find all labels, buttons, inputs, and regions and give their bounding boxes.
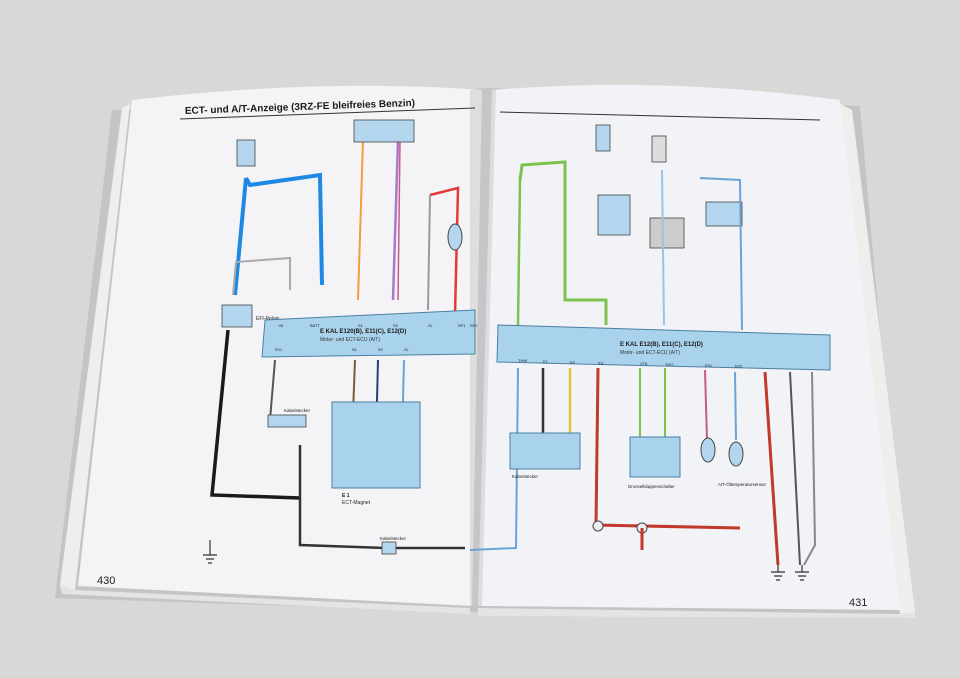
ecu-pin-label-left-bottom: SL xyxy=(404,347,410,352)
wire-black xyxy=(210,329,301,500)
ecu-pin-label-left-top: S2 xyxy=(393,323,399,328)
left-page-number: 430 xyxy=(97,575,115,587)
ecu-pin-label-left-top: +B xyxy=(278,323,283,328)
connector-top xyxy=(267,414,307,428)
throttle-sensor-box xyxy=(629,436,681,478)
ecu-pin-label-right: E1 xyxy=(543,359,549,364)
ecu-pin-label-left-bottom: S1 xyxy=(352,347,358,352)
ecu-label-left: E KAL E120(B), E11(C), E12(D) xyxy=(320,329,406,335)
right-page-stack xyxy=(840,104,915,614)
efi-relay xyxy=(221,304,253,328)
efi-relay-label: EFI-Relais xyxy=(256,316,280,322)
ground-icon-right-2 xyxy=(795,565,809,581)
sensor-label-2: A/T-Öltemperatursensor xyxy=(718,481,767,487)
sensor-box-top xyxy=(353,119,415,143)
ecu-pin-label-left-top: BATT xyxy=(310,323,320,328)
ground-icon xyxy=(203,540,217,564)
right-page-number: 431 xyxy=(849,597,867,609)
ecu-pin-label-right: E02 xyxy=(735,364,743,369)
wire-green xyxy=(518,160,608,325)
ecu-bar-right xyxy=(496,324,831,371)
ecu-pin-label-left-top: S1 xyxy=(358,323,364,328)
connector-right xyxy=(509,432,581,470)
connector-top-label: Kabelstecker xyxy=(284,408,311,413)
magnet-label: E 1 xyxy=(342,493,350,499)
ground-icon-right-1 xyxy=(771,565,785,581)
ecu-label-right: E KAL E12(B), E11(C), E12(D) xyxy=(620,342,703,348)
magnet-sublabel: ECT-Magnet xyxy=(342,500,371,506)
ecu-pin-label-right: E01 xyxy=(705,363,713,368)
ecu-pin-label-left-bottom: S2 xyxy=(378,347,384,352)
ecu-sublabel-left: Motor- und ECT-ECU (A/T) xyxy=(320,337,380,343)
ecu-pin-label-left-top: SL xyxy=(428,323,434,328)
ect-magnet-box xyxy=(331,401,421,489)
wire-orange xyxy=(357,139,364,301)
ecu-pin-label-right: VTA xyxy=(640,361,648,366)
wire-blue xyxy=(244,172,324,286)
lamp-icon xyxy=(447,223,463,251)
connector-right-label: Kabelstecker xyxy=(512,474,539,479)
switch-box xyxy=(597,194,631,236)
ecu-bar-left xyxy=(261,309,476,358)
wire-violet xyxy=(391,139,400,301)
ecu-sublabel-right: Motor- und ECT-ECU (A/T) xyxy=(620,350,680,356)
connector-bottom xyxy=(381,541,397,555)
ecu-pin-label-right: THO xyxy=(665,362,673,367)
sensor-label-1: Drosselklappenschalter xyxy=(628,484,675,489)
ecu-pin-label-left-top: SP2 xyxy=(470,323,478,328)
ecu-pin-label-left-bottom: E01 xyxy=(275,347,283,352)
ecu-pin-label-right: THW xyxy=(518,358,527,363)
wire-red xyxy=(429,186,460,316)
ecu-pin-label-left-top: SP1 xyxy=(458,323,466,328)
connector-bottom-label: Kabelstecker xyxy=(380,536,407,541)
left-page-stack xyxy=(60,104,130,590)
ecu-pin-label-right: E2 xyxy=(570,360,576,365)
book-gutter xyxy=(470,90,496,606)
ecu-pin-label-right: IDL xyxy=(598,360,605,365)
fuse-icon xyxy=(236,139,256,167)
